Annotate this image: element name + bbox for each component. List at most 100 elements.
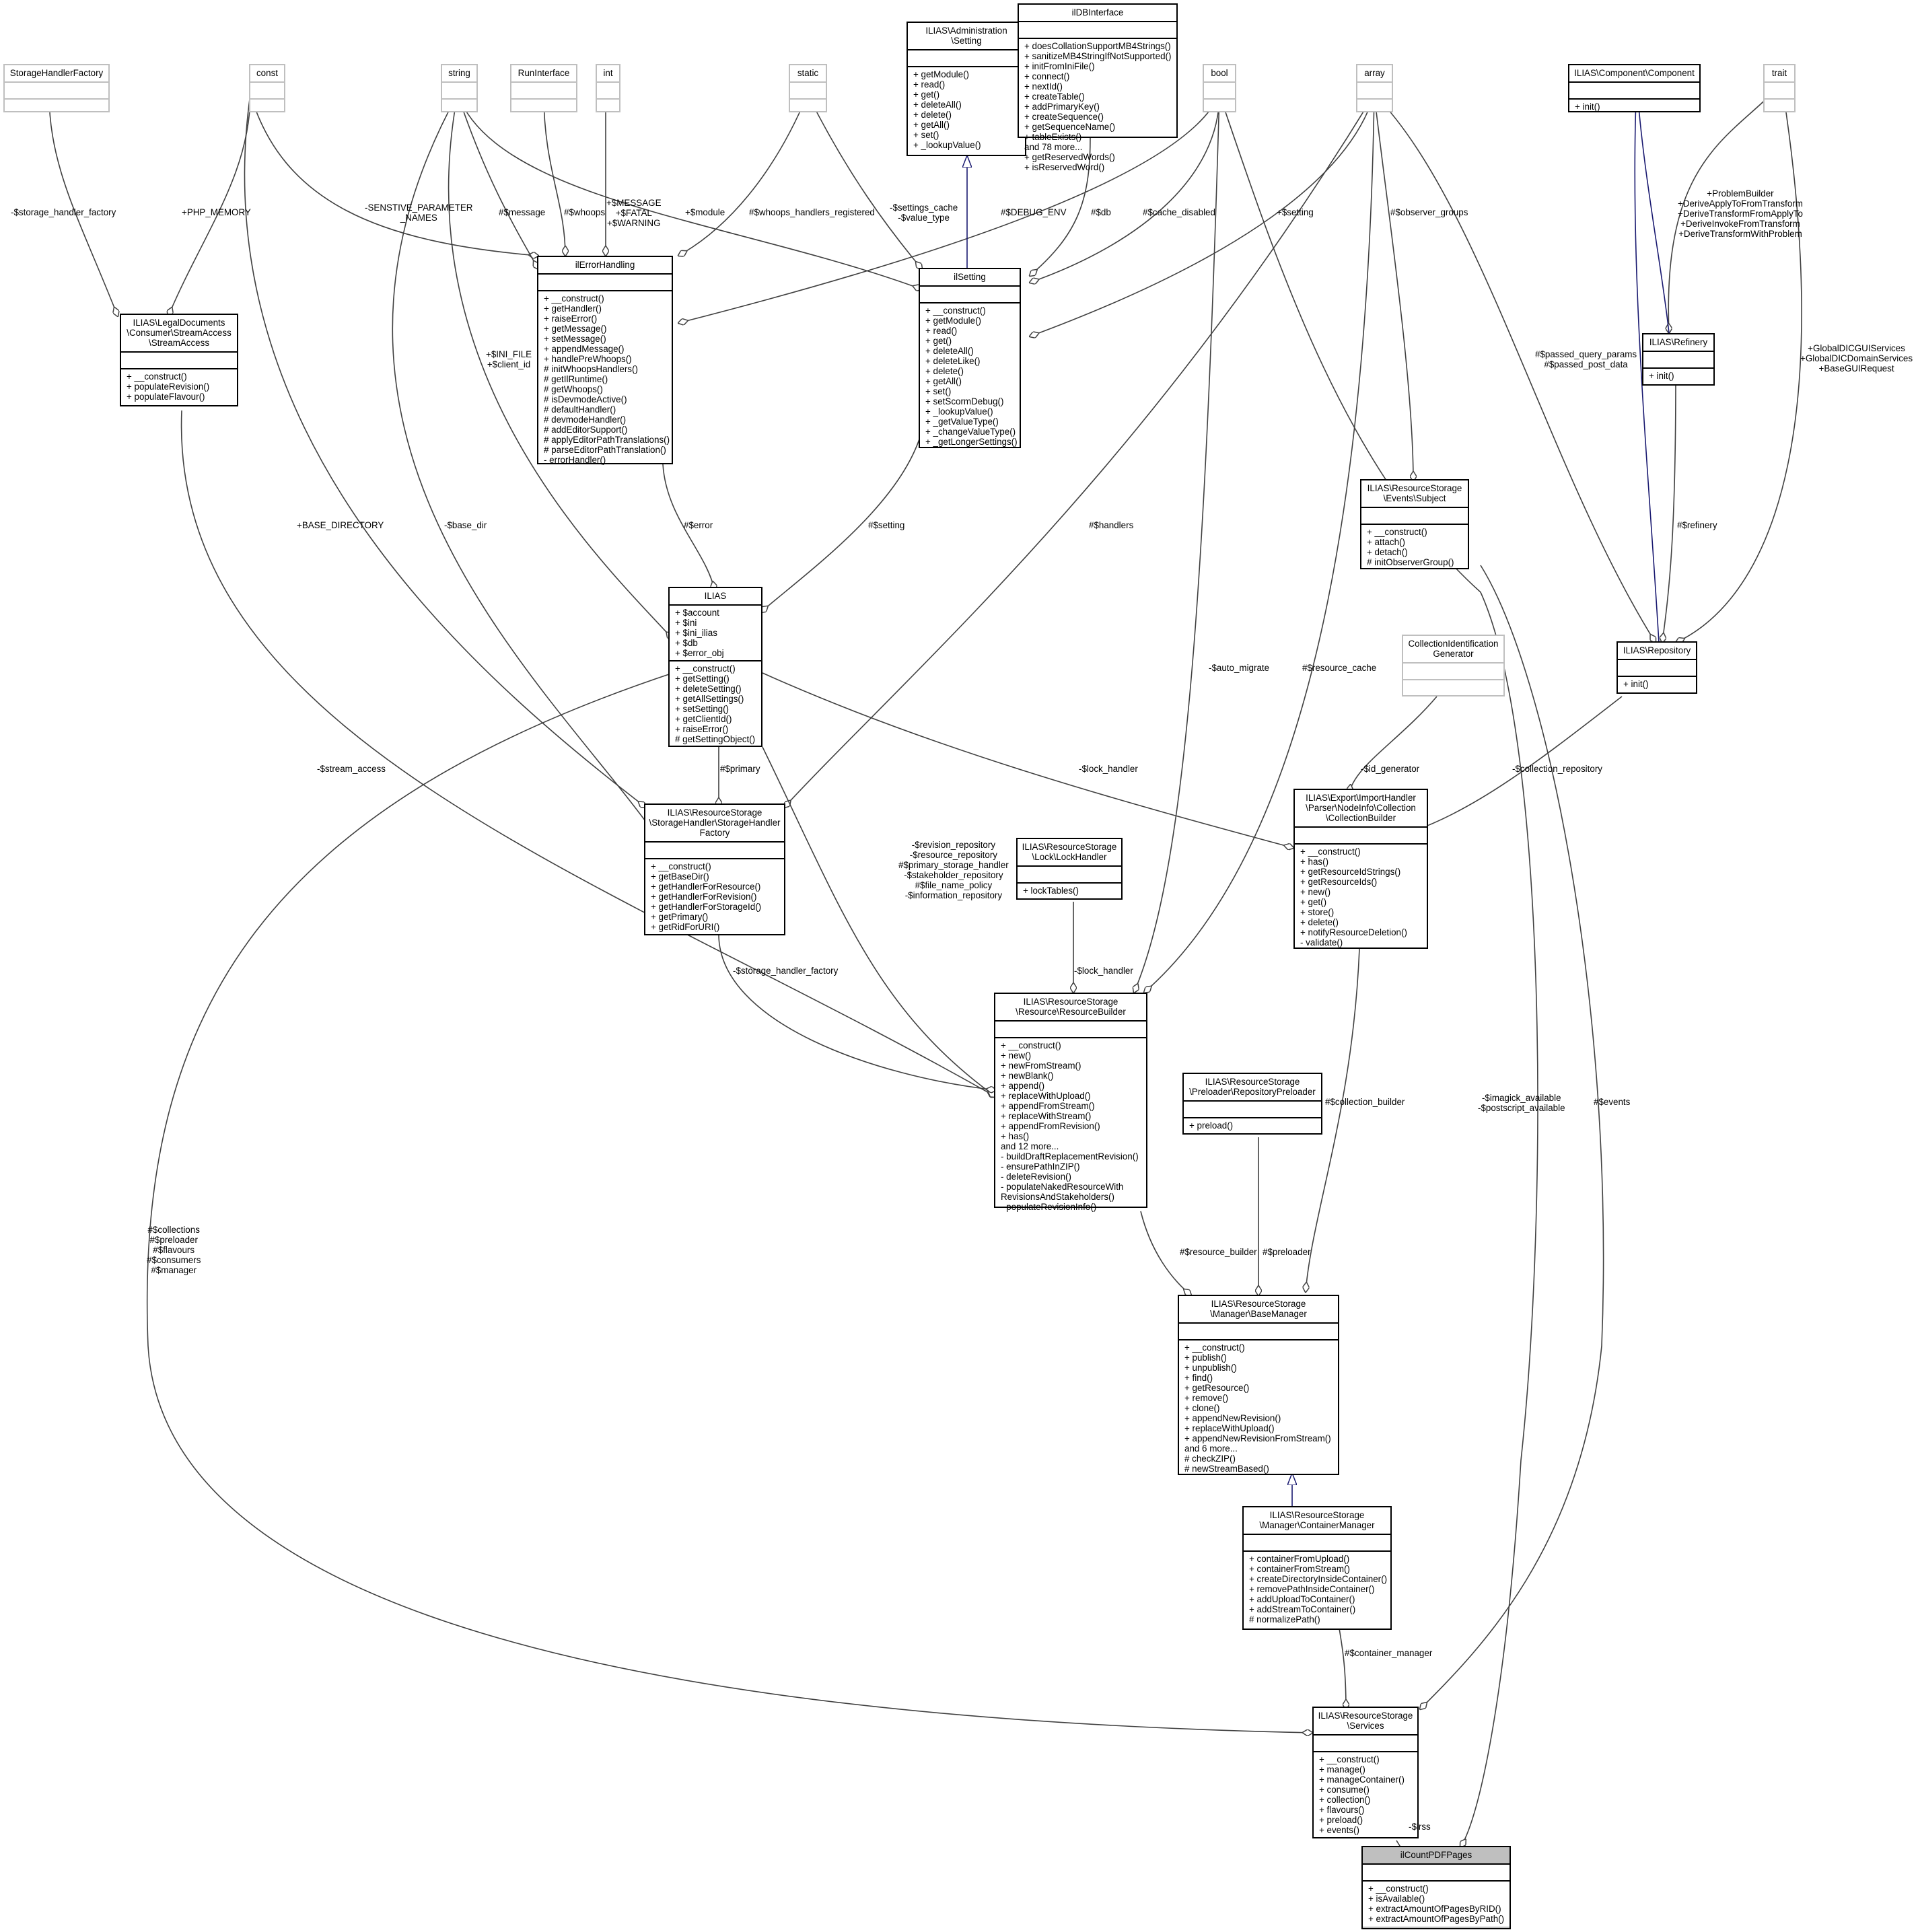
class-operation: + initFromIniFile() [1024, 61, 1095, 71]
class-operation: + getAll() [925, 376, 962, 386]
class-lockhandler[interactable]: ILIAS\ResourceStorage \Lock\LockHandler+… [1016, 838, 1123, 900]
class-repositorypreloader[interactable]: ILIAS\ResourceStorage \Preloader\Reposit… [1182, 1073, 1322, 1135]
class-operation: + manageContainer() [1319, 1775, 1405, 1785]
class-operation: # newStreamBased() [1184, 1464, 1269, 1474]
class-operations: + __construct()+ new()+ newFromStream()+… [995, 1038, 1146, 1215]
class-attributes [1314, 1736, 1417, 1752]
class-operation: + lockTables() [1023, 886, 1079, 896]
class-ilcountpdfpages[interactable]: ilCountPDFPages+ __construct()+ isAvaila… [1361, 1846, 1511, 1929]
edge-label: -$auto_migrate [1209, 663, 1270, 673]
edge-events [1420, 565, 1604, 1709]
class-operation: + deleteLike() [925, 356, 981, 366]
class-operation: + read() [913, 79, 946, 90]
class-operation: + consume() [1319, 1785, 1370, 1795]
class-basemanager[interactable]: ILIAS\ResourceStorage \Manager\BaseManag… [1178, 1295, 1339, 1475]
class-operation: + getHandlerForStorageId() [651, 902, 762, 912]
edge-imagick [1219, 94, 1538, 1847]
class-trait[interactable]: trait [1763, 64, 1796, 112]
class-ilerrorhandling[interactable]: ilErrorHandling+ __construct()+ getHandl… [537, 256, 673, 465]
class-operation: # devmodeHandler() [544, 415, 627, 425]
class-attributes [1244, 1535, 1390, 1552]
class-title: static [790, 65, 826, 83]
class-admin-setting[interactable]: ILIAS\Administration \Setting+ getModule… [907, 22, 1026, 156]
class-storagehandler-factory[interactable]: ILIAS\ResourceStorage \StorageHandler\St… [644, 803, 785, 935]
class-operation: + delete() [1300, 917, 1339, 927]
class-ildbinterface[interactable]: ilDBInterface+ doesCollationSupportMB4St… [1018, 3, 1178, 172]
class-operation: + deleteAll() [925, 346, 974, 356]
class-events-subject[interactable]: ILIAS\ResourceStorage \Events\Subject+ _… [1360, 479, 1469, 569]
class-operation: # applyEditorPathTranslations() [544, 435, 670, 445]
class-operation: + isReservedWord() [1024, 162, 1105, 172]
class-operations [790, 100, 826, 104]
edge-label: +BASE_DIRECTORY [297, 520, 384, 530]
class-component[interactable]: ILIAS\Component\Component+ init() [1568, 64, 1701, 112]
class-operation: + extractAmountOfPagesByRID() [1368, 1904, 1501, 1914]
class-operation: + __construct() [1184, 1343, 1245, 1353]
edge-message [457, 94, 538, 269]
class-operation: + containerFromUpload() [1249, 1554, 1350, 1564]
class-attribute: + $ini [675, 618, 697, 628]
class-operation: + attach() [1367, 537, 1405, 547]
class-repository[interactable]: ILIAS\Repository+ init() [1617, 641, 1697, 694]
edge-db [1030, 137, 1091, 276]
class-containermanager[interactable]: ILIAS\ResourceStorage \Manager\Container… [1242, 1506, 1392, 1630]
class-bool[interactable]: bool [1203, 64, 1236, 112]
class-services[interactable]: ILIAS\ResourceStorage \Services+ __const… [1312, 1707, 1419, 1838]
class-array[interactable]: array [1356, 64, 1393, 112]
class-operation: - buildDraftReplacementRevision() [1001, 1151, 1139, 1161]
class-operation: + delete() [913, 110, 952, 120]
class-operation: + tableExists() [1024, 132, 1082, 142]
class-ilias[interactable]: ILIAS+ $account+ $ini+ $ini_ilias+ $db+ … [668, 587, 762, 747]
class-attributes [1295, 828, 1427, 845]
class-operation: + deleteAll() [913, 100, 962, 110]
class-operation: + createSequence() [1024, 112, 1104, 122]
class-operations [597, 100, 619, 104]
edge-stream-access [180, 410, 996, 1097]
class-static[interactable]: static [789, 64, 827, 112]
class-title: string [442, 65, 476, 83]
class-ilsetting[interactable]: ilSetting+ __construct()+ getModule()+ r… [919, 268, 1021, 448]
class-resourcebuilder[interactable]: ILIAS\ResourceStorage \Resource\Resource… [994, 993, 1147, 1212]
class-storagehandlerfactory[interactable]: StorageHandlerFactory [3, 64, 110, 112]
class-operation: and 12 more... [1001, 1141, 1059, 1151]
class-operation: + init() [1575, 102, 1600, 112]
class-operation: + extractAmountOfPagesByPath() [1368, 1914, 1505, 1924]
class-operations: + __construct()+ attach()+ detach()# ini… [1361, 525, 1468, 570]
inherit-refinery-component [1637, 81, 1670, 334]
edge-label: -$revision_repository -$resource_reposit… [898, 840, 1009, 900]
class-operation: + addPrimaryKey() [1024, 102, 1100, 112]
edge-revision-repo [762, 746, 996, 1097]
class-title: ILIAS\ResourceStorage \Preloader\Reposit… [1184, 1074, 1321, 1102]
class-operation: + flavours() [1319, 1805, 1365, 1815]
class-operations: + __construct()+ getModule()+ read()+ ge… [920, 303, 1020, 450]
class-attributes [511, 83, 576, 100]
class-operation: + replaceWithUpload() [1184, 1423, 1275, 1433]
class-int[interactable]: int [596, 64, 620, 112]
class-attributes [5, 83, 108, 100]
class-streamaccess[interactable]: ILIAS\LegalDocuments \Consumer\StreamAcc… [120, 314, 238, 406]
class-operations: + lockTables() [1018, 884, 1121, 898]
edge-base-dir [392, 94, 653, 831]
edge-label: -$id_generator [1361, 764, 1420, 774]
class-attributes [1204, 83, 1235, 100]
class-title: ILIAS\ResourceStorage \Services [1314, 1708, 1417, 1736]
class-refinery[interactable]: ILIAS\Refinery+ init() [1642, 333, 1715, 386]
class-attributes [538, 275, 672, 291]
class-const[interactable]: const [249, 64, 285, 112]
edge-debug-env [678, 94, 1220, 323]
edge-label: #$refinery [1677, 520, 1717, 530]
class-collection-id-generator[interactable]: CollectionIdentification Generator [1402, 635, 1505, 696]
class-operation: + getAllSettings() [675, 694, 744, 704]
edge-base-directory [244, 94, 646, 808]
class-operation: + __construct() [1367, 527, 1427, 537]
class-collectionbuilder[interactable]: ILIAS\Export\ImportHandler \Parser\NodeI… [1293, 789, 1428, 949]
class-string[interactable]: string [441, 64, 478, 112]
class-runinterface[interactable]: RunInterface [510, 64, 577, 112]
class-attributes [920, 287, 1020, 303]
class-operation: + init() [1649, 371, 1674, 381]
edge-lock-handler-1 [762, 672, 1293, 848]
class-operation: + __construct() [675, 664, 736, 674]
class-operation: + addUploadToContainer() [1249, 1594, 1355, 1604]
class-operation: + setSetting() [675, 704, 730, 714]
class-title: ILIAS\Export\ImportHandler \Parser\NodeI… [1295, 790, 1427, 828]
